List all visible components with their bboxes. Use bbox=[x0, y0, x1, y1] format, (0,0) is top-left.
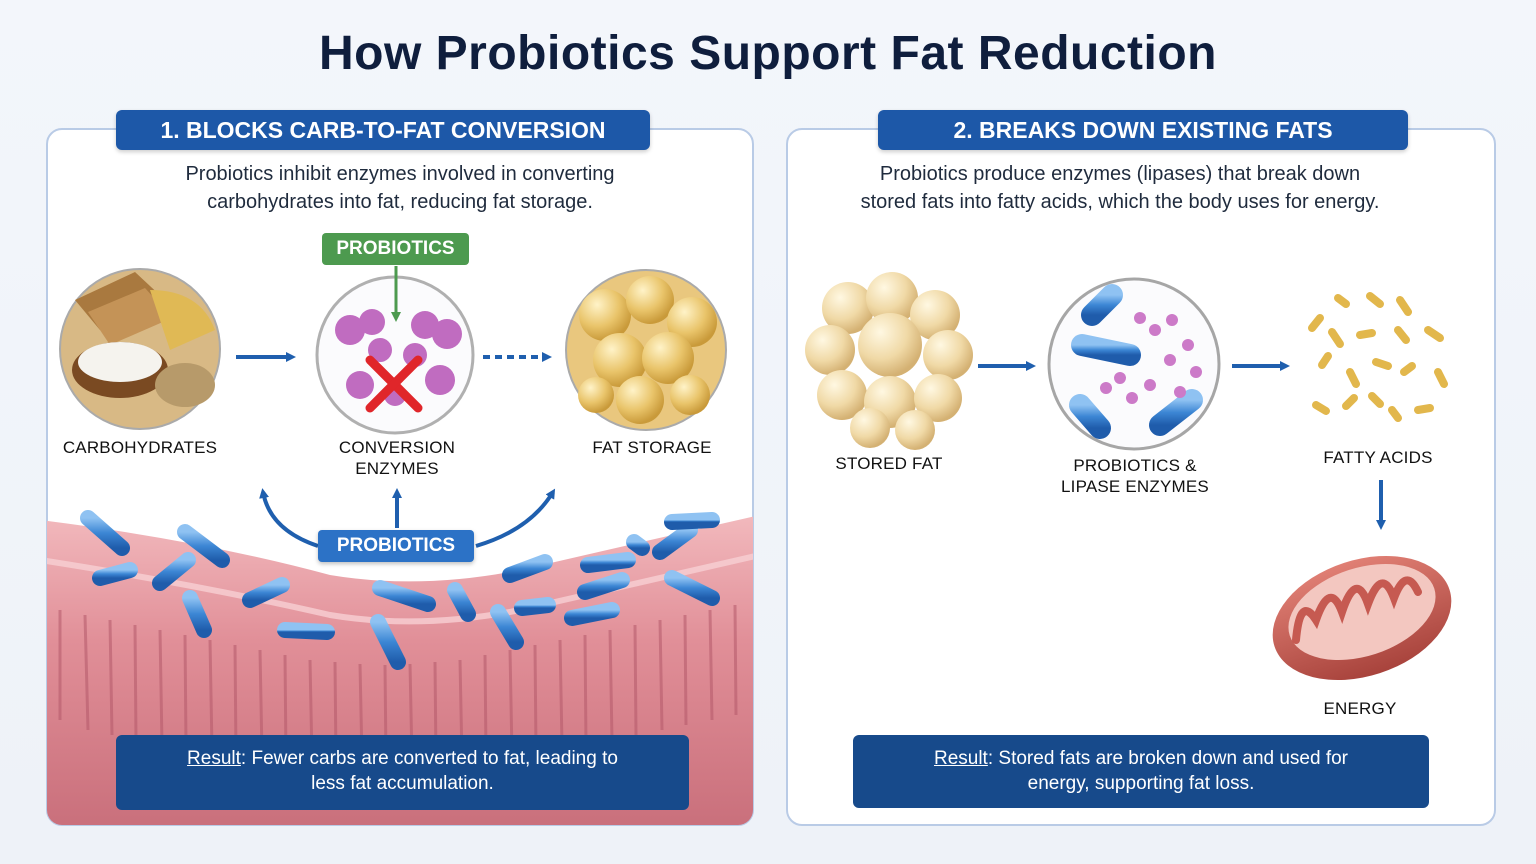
conversion-enzymes-label: CONVERSION ENZYMES bbox=[338, 438, 456, 478]
mitochondria-icon bbox=[1272, 555, 1452, 681]
enzyme-molecule-icon bbox=[315, 275, 475, 435]
lipase-enzymes-label: PROBIOTICS & LIPASE ENZYMES bbox=[1061, 456, 1209, 496]
fat-cells-image bbox=[565, 269, 727, 431]
probiotics-badge-top: PROBIOTICS bbox=[322, 233, 469, 265]
left-result-box: Result: Fewer carbs are converted to fat… bbox=[116, 735, 689, 810]
carbohydrates-food-image bbox=[59, 268, 221, 430]
right-panel bbox=[786, 128, 1496, 826]
right-panel-header: 2. BREAKS DOWN EXISTING FATS bbox=[878, 110, 1408, 150]
fat-storage-label: FAT STORAGE bbox=[592, 438, 712, 457]
carbohydrates-label: CARBOHYDRATES bbox=[62, 438, 218, 457]
block-x-icon bbox=[365, 355, 423, 413]
result-keyword: Result bbox=[933, 748, 988, 769]
energy-label: ENERGY bbox=[1323, 699, 1397, 718]
arrow-probiotics-to-carbs bbox=[259, 488, 319, 548]
left-panel-header: 1. BLOCKS CARB-TO-FAT CONVERSION bbox=[116, 110, 650, 150]
right-panel-description: Probiotics produce enzymes (lipases) tha… bbox=[860, 163, 1380, 213]
stored-fat-cells-image bbox=[805, 272, 973, 450]
arrow-probiotics-to-fat bbox=[475, 488, 556, 548]
bacteria-icon bbox=[80, 510, 720, 670]
lipase-enzymes-image bbox=[1047, 277, 1221, 451]
result-keyword: Result bbox=[187, 748, 241, 769]
fatty-acids-label: FATTY ACIDS bbox=[1323, 448, 1433, 467]
probiotics-badge-bottom: PROBIOTICS bbox=[318, 530, 474, 562]
stored-fat-label: STORED FAT bbox=[835, 454, 943, 473]
right-result-box: Result: Stored fats are broken down and … bbox=[853, 735, 1429, 808]
left-panel-description: Probiotics inhibit enzymes involved in c… bbox=[185, 163, 615, 213]
page-title: How Probiotics Support Fat Reduction bbox=[319, 27, 1217, 80]
fatty-acids-icon bbox=[1308, 292, 1448, 422]
